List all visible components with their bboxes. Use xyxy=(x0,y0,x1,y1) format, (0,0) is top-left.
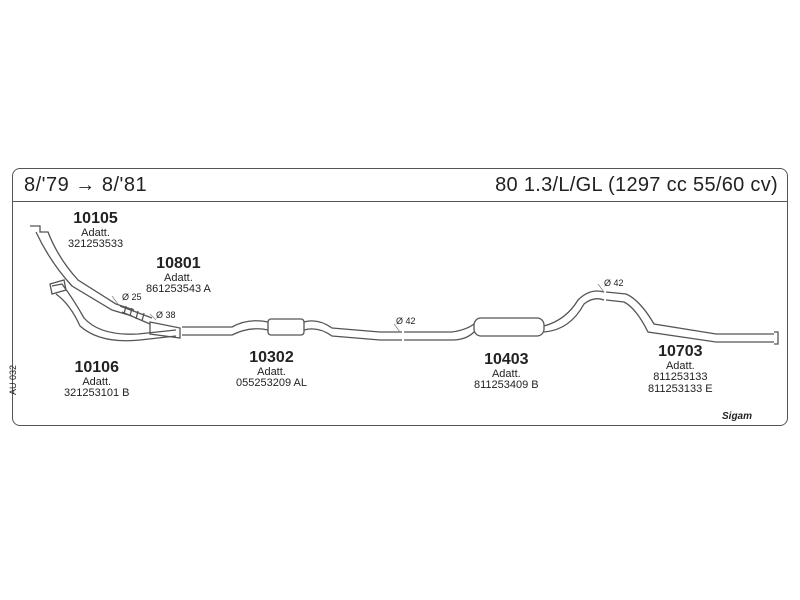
part-10302: 10302 Adatt. 055253209 AL xyxy=(236,349,307,390)
tail-pipe-10703 xyxy=(605,291,774,343)
middle-pipe-10302-rear xyxy=(303,320,402,341)
front-pipe-10105-inner xyxy=(35,231,133,317)
part-code: 055253209 AL xyxy=(236,377,307,390)
date-range: 8/'79 → 8/'81 xyxy=(24,174,148,196)
part-label: Adatt. xyxy=(257,365,286,378)
model-title: 80 1.3/L/GL (1297 cc 55/60 cv) xyxy=(495,174,778,196)
part-10403: 10403 Adatt. 811253409 B xyxy=(474,351,539,392)
pipe-10403-rear xyxy=(543,290,605,333)
brand-logo: Sigam xyxy=(722,411,753,422)
part-label: Adatt. xyxy=(81,226,110,239)
diameter-label: Ø 25 xyxy=(122,292,142,302)
part-number: 10106 xyxy=(74,359,119,376)
manifold-pipe-10106 xyxy=(51,283,177,335)
diameter-label: Ø 42 xyxy=(396,316,416,326)
part-number: 10302 xyxy=(249,349,294,366)
part-number: 10801 xyxy=(156,255,201,272)
manifold-flange xyxy=(49,279,67,295)
pipe-10403-front xyxy=(404,323,475,341)
part-code: 811253133 E xyxy=(648,382,713,395)
part-label: Adatt. xyxy=(164,271,193,284)
part-10105: 10105 Adatt. 321253533 xyxy=(68,210,124,251)
middle-pipe-10302 xyxy=(182,320,269,336)
manifold-pipe-10106-b xyxy=(55,293,177,342)
side-label: AU 032 xyxy=(8,364,18,395)
part-code: 811253409 B xyxy=(474,379,539,392)
part-10801: 10801 Adatt. 861253543 A xyxy=(146,255,211,296)
silencer-10403 xyxy=(473,317,545,337)
silencer-10302 xyxy=(267,318,305,336)
flex-pipe-10801 xyxy=(119,305,153,325)
part-code: 321253101 B xyxy=(64,387,130,400)
part-label: Adatt. xyxy=(491,367,521,380)
part-number: 10105 xyxy=(73,210,118,227)
part-code: 321253533 xyxy=(68,238,124,251)
diameter-label: Ø 38 xyxy=(156,310,176,320)
front-pipe-10105 xyxy=(30,225,135,311)
part-10703: 10703 Adatt. 811253133 811253133 E xyxy=(648,343,713,395)
part-code: 861253543 A xyxy=(146,283,211,296)
tail-pipe-end xyxy=(774,331,779,345)
part-number: 10703 xyxy=(658,343,703,360)
diagram-frame xyxy=(12,168,788,426)
diameter-label: Ø 42 xyxy=(604,278,624,288)
part-code: 811253133 xyxy=(653,371,708,384)
manifold-clamp xyxy=(149,321,181,339)
part-number: 10403 xyxy=(484,351,529,368)
part-label: Adatt. xyxy=(82,375,112,388)
header-divider xyxy=(12,201,788,202)
part-label: Adatt. xyxy=(665,359,695,372)
part-10106: 10106 Adatt. 321253101 B xyxy=(64,359,130,400)
